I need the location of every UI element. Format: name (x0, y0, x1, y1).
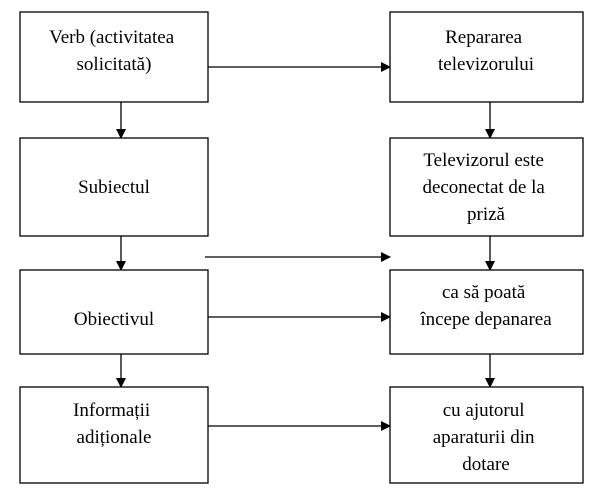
svg-text:cu ajutorul aparaturii d: cu ajutorul aparaturii din dotare (433, 400, 540, 475)
svg-text:Subiectul: Subiectul (78, 177, 150, 198)
box-repararea-line-2: televizorului (438, 54, 534, 75)
box-ca-sa-line-2: începe depanarea (419, 309, 552, 330)
svg-text:Obiectivul: Obiectivul (74, 309, 154, 330)
box-verb-line-1: Verb (activitatea (49, 27, 175, 48)
box-televizorul-line-1: Televizorul este (423, 150, 544, 171)
box-cu-ajutorul-line-2: aparaturii din (433, 427, 535, 448)
box-cu-ajutorul-line-1: cu ajutorul (443, 400, 525, 421)
box-verb-line-2: solicitată) (77, 54, 152, 75)
box-obiectivul-line-1: Obiectivul (74, 309, 154, 330)
box-subiectul-line-1: Subiectul (78, 177, 150, 198)
edges-layer (116, 62, 495, 431)
box-televizorul-line-2: deconectat de la (422, 177, 545, 198)
box-repararea-line-1: Repararea (445, 27, 523, 48)
box-ca-sa: ca să poată începe depanarea (389, 269, 584, 355)
box-subiectul: Subiectul (19, 137, 209, 237)
box-televizorul: Televizorul este deconectat de la priză (389, 137, 584, 237)
box-obiectivul: Obiectivul (19, 269, 209, 355)
svg-text:Repararea televizorului: Repararea televizorului (438, 27, 534, 75)
box-informatii: Informații adiționale (19, 386, 209, 484)
box-informatii-line-1: Informații (73, 400, 150, 421)
box-informatii-line-2: adiționale (77, 427, 152, 448)
box-verb: Verb (activitatea solicitată) (19, 11, 209, 103)
box-ca-sa-line-1: ca să poată (442, 282, 526, 303)
svg-text:ca să poată începe depan: ca să poată începe depanarea (419, 282, 552, 330)
box-cu-ajutorul: cu ajutorul aparaturii din dotare (389, 386, 584, 484)
box-repararea: Repararea televizorului (389, 11, 584, 103)
box-televizorul-line-3: priză (467, 204, 506, 225)
svg-text:Informații adiționale: Informații adiționale (73, 400, 155, 448)
svg-text:Televizorul este deconec: Televizorul este deconectat de la priză (422, 150, 549, 225)
svg-text:Verb (activitatea solici: Verb (activitatea solicitată) (49, 27, 179, 75)
box-cu-ajutorul-line-3: dotare (462, 454, 509, 475)
